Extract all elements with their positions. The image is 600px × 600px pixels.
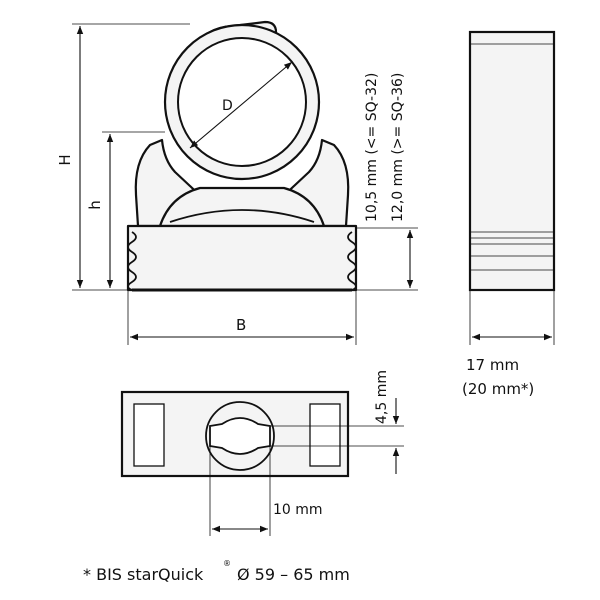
side-body [468, 30, 556, 292]
offset-large-label: 12,0 mm (>= SQ-36) [390, 73, 406, 222]
base-wave-right [347, 231, 357, 291]
side-view: 17 mm (20 mm*) [462, 30, 556, 398]
slot-left [133, 403, 165, 467]
footnote-suffix: Ø 59 – 65 mm [237, 565, 350, 584]
height-total-label: H [56, 154, 74, 165]
keyhole [209, 417, 271, 455]
registered-mark: ® [223, 559, 231, 568]
offset-small-label: 10,5 mm (<= SQ-32) [364, 73, 380, 222]
bottom-view: 4,5 mm 10 mm [120, 370, 404, 536]
footnote-prefix: * BIS starQuick [83, 565, 204, 584]
hole-offset-label: 4,5 mm [374, 370, 390, 424]
clamp-ring-inner [177, 37, 307, 167]
base-wave-left [127, 231, 137, 291]
diameter-dimension-line [189, 61, 293, 149]
footnote: * BIS starQuick ® Ø 59 – 65 mm [83, 559, 350, 584]
hole-spacing-label: 10 mm [273, 502, 323, 518]
front-view: D H h B 10,5 mm (<= SQ-32) 12,0 mm (>= S… [56, 20, 418, 345]
height-base-label: h [86, 200, 104, 210]
clip-base [126, 224, 358, 292]
clip-saddle [158, 186, 326, 228]
width-label: B [236, 316, 246, 334]
depth-std-label: 17 mm [466, 356, 519, 374]
depth-alt-label: (20 mm*) [462, 380, 534, 398]
diameter-label: D [222, 98, 233, 114]
slot-right [309, 403, 341, 467]
saddle-curve [169, 209, 315, 223]
